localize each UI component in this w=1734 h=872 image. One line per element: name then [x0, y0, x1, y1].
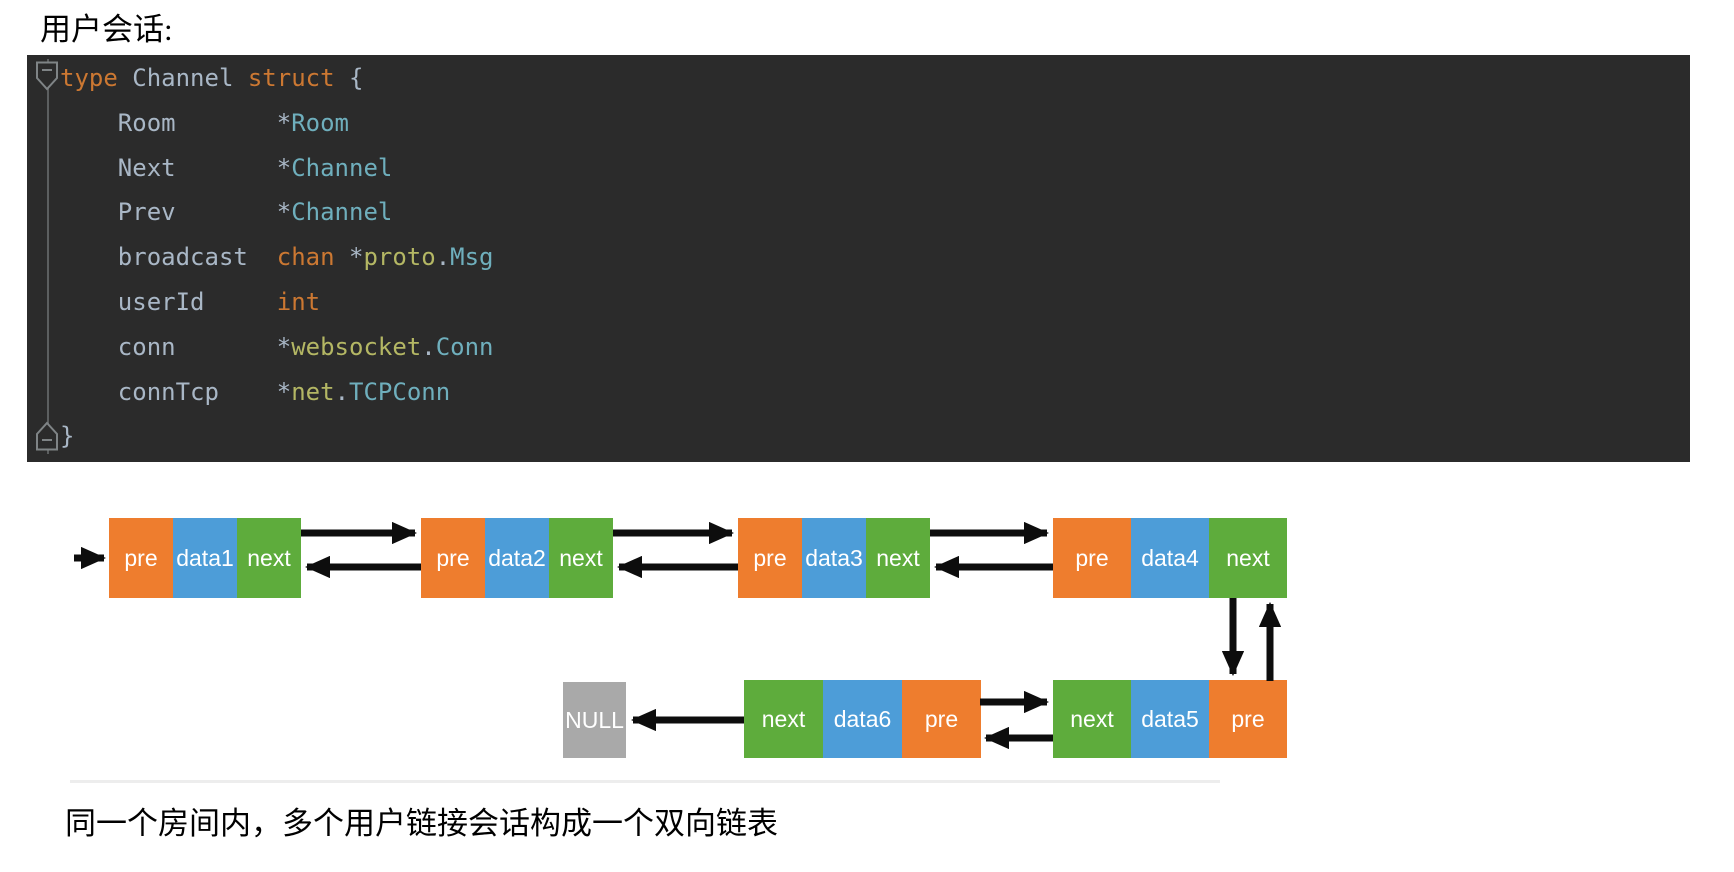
- node-cell-next: next: [1053, 680, 1131, 758]
- node-cell-pre: pre: [902, 680, 981, 758]
- diagram-bottom-edge: [70, 780, 1220, 783]
- null-node: NULL: [563, 682, 626, 758]
- node-cell-data5: data5: [1131, 680, 1209, 758]
- node-cell-pre: pre: [1209, 680, 1287, 758]
- node-cell-next: next: [744, 680, 823, 758]
- node-cell-next: next: [237, 518, 301, 598]
- node-cell-pre: pre: [109, 518, 173, 598]
- node-cell-pre: pre: [1053, 518, 1131, 598]
- code-content: type Channel struct { Room *Room Next *C…: [60, 64, 494, 451]
- code-editor[interactable]: type Channel struct { Room *Room Next *C…: [27, 55, 1690, 462]
- fold-region-end-icon[interactable]: [35, 421, 59, 451]
- caption: 同一个房间内，多个用户链接会话构成一个双向链表: [65, 806, 778, 841]
- node-cell-pre: pre: [738, 518, 802, 598]
- page-title: 用户会话:: [40, 12, 173, 47]
- node-cell-next: next: [866, 518, 930, 598]
- fold-gutter-line: [47, 59, 49, 454]
- node-cell-data4: data4: [1131, 518, 1209, 598]
- node-cell-next: next: [549, 518, 613, 598]
- node-cell-data3: data3: [802, 518, 866, 598]
- fold-region-start-icon[interactable]: [35, 61, 59, 91]
- node-cell-data2: data2: [485, 518, 549, 598]
- node-cell-data6: data6: [823, 680, 902, 758]
- node-cell-next: next: [1209, 518, 1287, 598]
- node-cell-data1: data1: [173, 518, 237, 598]
- node-cell-pre: pre: [421, 518, 485, 598]
